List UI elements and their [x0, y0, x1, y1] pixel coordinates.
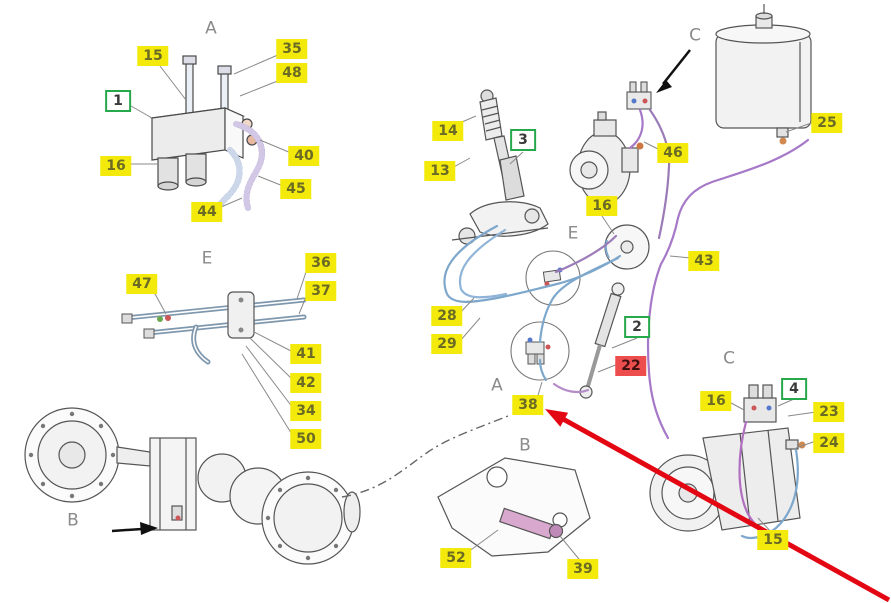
- callout-39: 39: [567, 559, 599, 579]
- callout-35: 35: [276, 39, 308, 59]
- callout-3: 3: [510, 129, 536, 151]
- valve-block-assembly-drawing: [149, 55, 258, 191]
- arrow-to-manifold: [656, 49, 691, 93]
- callout-16-c: 16: [700, 391, 732, 411]
- callout-41: 41: [290, 344, 322, 364]
- callout-16-a: 16: [100, 156, 132, 176]
- support-bracket-drawing: [437, 457, 591, 557]
- callout-22: 22: [615, 356, 647, 376]
- arrow-to-axle: [111, 522, 158, 535]
- hose-junction-assembly-drawing: [121, 291, 307, 365]
- hydraulic-pump-center-drawing: [569, 111, 644, 238]
- callout-24: 24: [813, 433, 845, 453]
- section-letter-e-left: E: [201, 248, 213, 269]
- callout-25: 25: [811, 113, 843, 133]
- hydraulic-tank-drawing: [715, 4, 812, 145]
- section-letter-c-top: C: [689, 25, 701, 46]
- callout-52: 52: [440, 548, 472, 568]
- callout-29: 29: [431, 334, 463, 354]
- section-letter-b-mid: B: [519, 435, 531, 456]
- brake-valve-manifold-drawing: [626, 81, 652, 110]
- control-lever-assembly-drawing: [451, 89, 549, 245]
- section-letter-b-left: B: [67, 510, 79, 531]
- callout-48: 48: [276, 63, 308, 83]
- callout-36: 36: [305, 253, 337, 273]
- callout-23: 23: [813, 402, 845, 422]
- callout-46: 46: [657, 143, 689, 163]
- callout-28: 28: [431, 306, 463, 326]
- callout-45: 45: [280, 179, 312, 199]
- red-pointer-arrow: [545, 409, 891, 603]
- callout-14: 14: [432, 121, 464, 141]
- callout-40: 40: [288, 146, 320, 166]
- callout-50: 50: [290, 429, 322, 449]
- callout-42: 42: [290, 373, 322, 393]
- callout-4: 4: [781, 378, 807, 400]
- section-letter-a-top: A: [205, 18, 217, 39]
- hydraulic-pump-right-drawing: [649, 384, 806, 532]
- detail-circle-a-drawing: [510, 321, 570, 381]
- callout-1: 1: [105, 90, 131, 112]
- callout-47: 47: [126, 274, 158, 294]
- section-letter-e-mid: E: [567, 223, 579, 244]
- callout-15-a: 15: [137, 46, 169, 66]
- callout-13: 13: [424, 161, 456, 181]
- axle-assembly-drawing: [24, 407, 361, 565]
- section-letter-a-mid: A: [491, 375, 503, 396]
- callout-37: 37: [305, 281, 337, 301]
- callout-15-b: 15: [757, 530, 789, 550]
- callout-43: 43: [688, 251, 720, 271]
- routing-dashed-line: [341, 415, 509, 498]
- callout-2: 2: [624, 316, 650, 338]
- shock-absorber-drawing: [579, 282, 625, 399]
- callout-34: 34: [290, 401, 322, 421]
- callout-44: 44: [191, 202, 223, 222]
- callout-16-b: 16: [586, 196, 618, 216]
- callout-38: 38: [512, 395, 544, 415]
- section-letter-c-right: C: [723, 348, 735, 369]
